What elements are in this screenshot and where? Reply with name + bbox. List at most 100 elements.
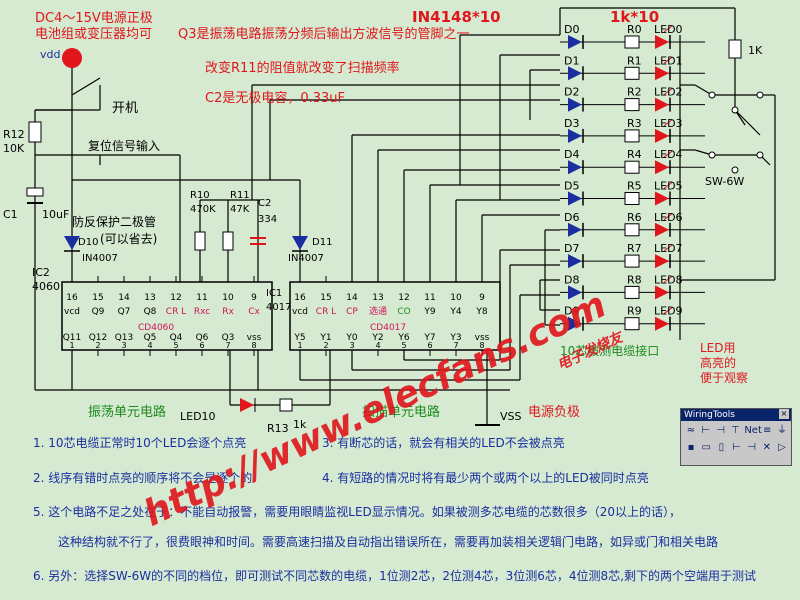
resistor-label: R0 [627, 23, 642, 36]
row2-tool-4[interactable]: ⊣ [747, 442, 756, 453]
resistor-label: R5 [627, 180, 642, 193]
led-9 [655, 316, 669, 331]
ic-pin-number: 12 [398, 293, 409, 303]
diode-d10 [64, 236, 80, 250]
diode-0 [568, 35, 582, 49]
ic-pin-label: CP [346, 307, 358, 317]
resistor-label: R2 [627, 86, 642, 99]
row1-tool-4[interactable]: Net [744, 425, 762, 436]
led-label: LED7 [654, 242, 683, 255]
desc-5: 5. 这个电路不足之处在于：不能自动报警，需要用眼睛监视LED显示情况。如果被测… [33, 504, 681, 519]
ic-pin-number: 11 [196, 293, 207, 303]
ic1-label: IC1 [266, 288, 282, 299]
ic-pin-number: 9 [479, 293, 485, 303]
diode-2 [568, 97, 582, 112]
r10-value: 470K [190, 204, 216, 215]
ic-pin-label: Q3 [222, 333, 235, 343]
led-0 [655, 35, 669, 49]
ic-pin-number: 9 [251, 293, 257, 303]
row2-tool-5[interactable]: ✕ [762, 442, 771, 453]
row2-tool-0[interactable]: ▪ [687, 442, 695, 453]
ic-pin-number: 5 [173, 341, 178, 350]
diode-label: D7 [564, 242, 579, 255]
scan-unit-label: 扫描单元电路 [362, 404, 440, 420]
ic-pin-number: 3 [121, 341, 126, 350]
ic2-chip [61, 281, 273, 351]
led-label: LED8 [654, 273, 683, 286]
diode-label: D1 [564, 54, 579, 67]
resistor-label: R9 [627, 305, 642, 318]
ic-pin-label: Y3 [449, 333, 461, 343]
c1-label: C1 [3, 208, 18, 221]
ic-pin-number: 4 [147, 341, 152, 350]
ic2-label: IC2 [32, 266, 50, 279]
row2-tool-1[interactable]: ▭ [701, 442, 711, 453]
led-8 [655, 285, 669, 300]
resistor-r9 [624, 317, 640, 331]
resistor-r0 [624, 35, 640, 49]
tool-row-2: ▪ ▭ ▯ ⊢ ⊣ ✕ ▷ [681, 438, 791, 455]
ic-pin-label: 选通 [369, 305, 387, 317]
resistor-label: R8 [627, 273, 642, 286]
resistor-label: R4 [627, 148, 642, 161]
power-terminal-icon [62, 48, 82, 68]
ic-pin-number: 4 [375, 341, 380, 350]
ic-pin-label: Q12 [89, 333, 108, 343]
ic-pin-number: 1 [297, 341, 302, 350]
resistor-r12 [28, 121, 42, 143]
resistor-r10 [194, 231, 206, 251]
r12-label: R12 [3, 128, 25, 141]
row1-tool-5[interactable]: ≡ [763, 425, 772, 436]
ic-pin-label: vcd [64, 307, 80, 317]
ic-pin-number: 16 [294, 293, 306, 303]
power-note-2: 电池组或变压器均可 [35, 26, 152, 42]
ic-pin-number: 14 [346, 293, 358, 303]
desc-3: 3. 有断芯的话，就会有相关的LED不会被点亮 [322, 435, 565, 450]
row1-tool-1[interactable]: ⊢ [701, 425, 711, 436]
close-button[interactable]: × [779, 409, 789, 419]
diode-array-label: IN4148*10 [412, 8, 501, 26]
ic-pin-number: 8 [251, 341, 256, 350]
ic-pin-number: 13 [144, 293, 155, 303]
ic-pin-number: 7 [453, 341, 458, 350]
row1-tool-3[interactable]: ⊤ [731, 425, 740, 436]
ic1-chip [289, 281, 501, 351]
ic-pin-label: CO [397, 307, 410, 317]
resistor-1k [728, 39, 742, 59]
ic-pin-label: Y6 [397, 333, 409, 343]
vdd-label: vdd [40, 48, 60, 61]
d10-label: D10 [78, 237, 98, 248]
desc-6: 6. 另外：选择SW-6W的不同的档位，即可测试不同芯数的电缆，1位测2芯，2位… [33, 568, 756, 583]
row2-tool-2[interactable]: ▯ [718, 442, 725, 453]
d11-part: IN4007 [288, 253, 324, 264]
c2-note: C2是无极电容，0.33uF [205, 90, 345, 106]
led-7 [655, 254, 669, 269]
ic-pin-label: Y5 [293, 333, 305, 343]
resistor-r3 [624, 129, 640, 143]
led-1 [655, 66, 669, 81]
ic-pin-label: vss [247, 333, 262, 343]
led-4 [655, 160, 669, 175]
resistor-r2 [624, 98, 640, 112]
resistor-r4 [624, 160, 640, 174]
ic-pin-number: 10 [450, 293, 462, 303]
wiring-tools-panel[interactable]: WiringTools × ≈ ⊢ ⊣ ⊤ Net≡ ⏚ ▪ ▭ ▯ ⊢ ⊣ ✕ ▷ [680, 408, 792, 466]
wires [34, 7, 776, 425]
desc-4: 4. 有短路的情况时将有最少两个或两个以上的LED被同时点亮 [322, 470, 649, 485]
wiring-tools-title: WiringTools × [681, 409, 791, 421]
resistor-r6 [624, 223, 640, 237]
led-label: LED3 [654, 117, 683, 130]
row2-tool-6[interactable]: ▷ [778, 442, 786, 453]
wiring-tools-title-text: WiringTools [684, 410, 735, 420]
row1-tool-2[interactable]: ⊣ [716, 425, 725, 436]
ic-pin-label: Q13 [115, 333, 134, 343]
q3-note: Q3是振荡电路振荡分频后输出方波信号的管脚之一 [178, 26, 470, 42]
ic-pin-label: Y2 [371, 333, 383, 343]
switch-label: 开机 [112, 101, 138, 116]
row2-tool-3[interactable]: ⊢ [732, 442, 741, 453]
row1-tool-0[interactable]: ≈ [686, 425, 696, 436]
ic-pin-number: 14 [118, 293, 130, 303]
ic-pin-label: Q7 [118, 307, 131, 317]
row1-tool-6[interactable]: ⏚ [777, 425, 788, 436]
